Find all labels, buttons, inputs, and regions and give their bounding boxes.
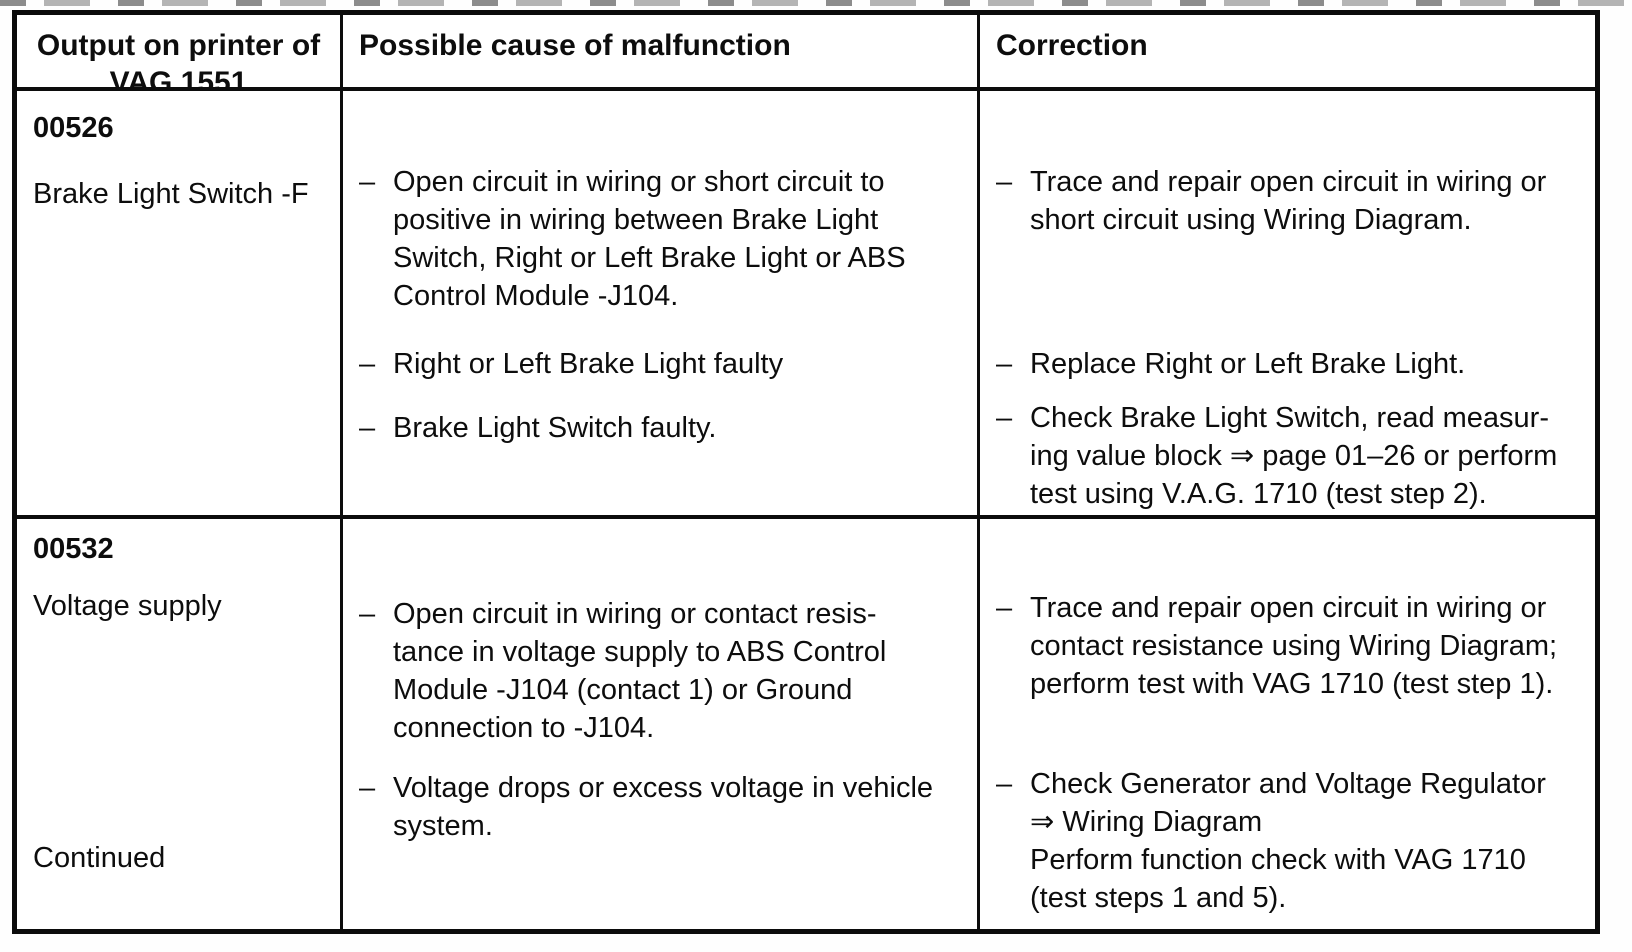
correction-text: Trace and repair open circuit in wiring …: [1030, 592, 1558, 700]
correction-item: – Check Generator and Voltage Regulator …: [996, 765, 1585, 917]
fault-row-00532-correction-cell: – Trace and repair open circuit in wirin…: [980, 519, 1595, 929]
cause-text: Voltage drops or excess voltage in vehic…: [393, 772, 934, 842]
cause-text: Open circuit in wiring or short circuit …: [393, 166, 906, 312]
bullet-dash: –: [996, 166, 1013, 198]
cause-text: Brake Light Switch faulty.: [393, 412, 717, 444]
column-header-cause-label: Possible cause of malfunction: [359, 29, 791, 62]
diagnostic-trouble-code-table: Output on printer of VAG 1551 Possible c…: [12, 10, 1600, 934]
cause-item: – Open circuit in wiring or short circui…: [359, 163, 967, 315]
fault-row-00526-cause-cell: – Open circuit in wiring or short circui…: [343, 91, 980, 519]
cause-item: – Open circuit in wiring or contact resi…: [359, 595, 967, 747]
bullet-dash: –: [359, 598, 376, 630]
fault-row-00526-correction-cell: – Trace and repair open circuit in wirin…: [980, 91, 1595, 519]
bullet-dash: –: [996, 402, 1013, 434]
cause-item: – Right or Left Brake Light faulty: [359, 345, 967, 383]
bullet-dash: –: [996, 768, 1013, 800]
cause-item: – Voltage drops or excess voltage in veh…: [359, 769, 967, 845]
fault-code: 00532: [33, 533, 114, 565]
correction-text: Check Generator and Voltage Regulator ⇒ …: [1030, 768, 1546, 914]
bullet-dash: –: [996, 348, 1013, 380]
column-header-output: Output on printer of VAG 1551: [17, 15, 343, 91]
bullet-dash: –: [359, 348, 376, 380]
correction-item: – Check Brake Light Switch, read measur-…: [996, 399, 1585, 513]
fault-code: 00526: [33, 112, 114, 144]
correction-item: – Trace and repair open circuit in wirin…: [996, 589, 1585, 703]
fault-name: Voltage supply: [33, 590, 222, 622]
correction-text: Check Brake Light Switch, read measur- i…: [1030, 402, 1558, 510]
bullet-dash: –: [359, 412, 376, 444]
column-header-correction-label: Correction: [996, 29, 1148, 62]
continued-note: Continued: [33, 842, 166, 874]
bullet-dash: –: [359, 772, 376, 804]
fault-row-00532-cause-cell: – Open circuit in wiring or contact resi…: [343, 519, 980, 929]
correction-item: – Trace and repair open circuit in wirin…: [996, 163, 1585, 239]
column-header-correction: Correction: [980, 15, 1595, 91]
fault-row-00526-output-cell: 00526 Brake Light Switch -F: [17, 91, 343, 519]
cause-text: Right or Left Brake Light faulty: [393, 348, 784, 380]
bullet-dash: –: [359, 166, 376, 198]
column-header-cause: Possible cause of malfunction: [343, 15, 980, 91]
cause-text: Open circuit in wiring or contact resis-…: [393, 598, 887, 744]
column-header-output-line2: VAG 1551: [109, 66, 248, 91]
correction-text: Replace Right or Left Brake Light.: [1030, 348, 1466, 380]
correction-text: Trace and repair open circuit in wiring …: [1030, 166, 1547, 236]
scan-artifact: [0, 0, 1632, 6]
correction-item: – Replace Right or Left Brake Light.: [996, 345, 1585, 383]
cause-item: – Brake Light Switch faulty.: [359, 409, 967, 447]
fault-row-00532-output-cell: 00532 Voltage supply Continued: [17, 519, 343, 929]
bullet-dash: –: [996, 592, 1013, 624]
fault-name: Brake Light Switch -F: [33, 178, 309, 210]
column-header-output-line1: Output on printer of: [36, 29, 321, 62]
